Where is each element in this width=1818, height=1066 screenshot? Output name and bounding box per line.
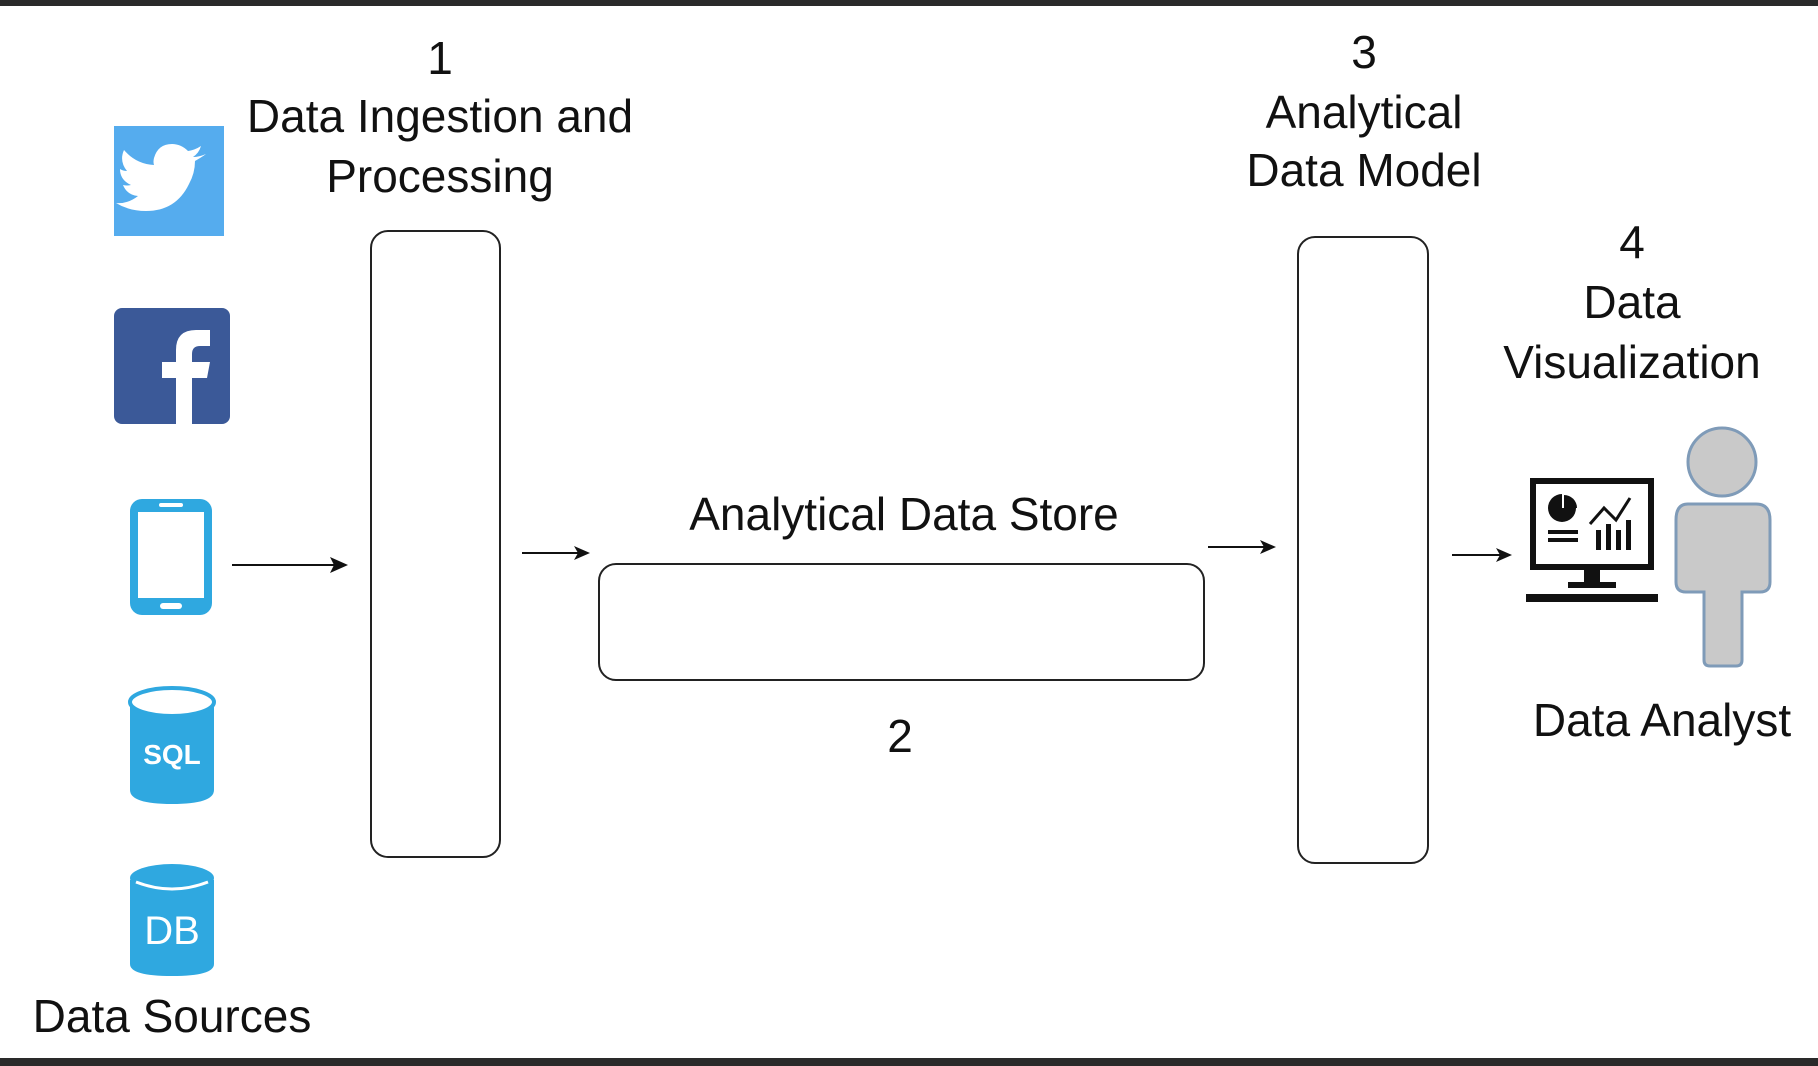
stage-3-title-line1: Analytical — [1265, 86, 1463, 138]
analytical-data-model-box — [1297, 236, 1429, 864]
database-icon: DB — [130, 864, 214, 976]
sql-text: SQL — [143, 739, 201, 770]
stage-4-title-line1: Data — [1583, 276, 1681, 328]
mobile-phone-icon — [130, 499, 212, 615]
diagram-canvas: 1 Data Ingestion and Processing 3 Analyt… — [0, 6, 1818, 1058]
data-analyst-label: Data Analyst — [1532, 694, 1792, 746]
stage-1-title-line2: Processing — [326, 150, 554, 202]
arrow-sources-to-ingestion — [232, 557, 348, 573]
analytical-data-store-box — [598, 563, 1205, 681]
arrow-store-to-model — [1208, 540, 1276, 554]
ingestion-processing-box — [370, 230, 501, 858]
stage-3-number: 3 — [1351, 26, 1377, 78]
stage-1-title-line1: Data Ingestion and — [246, 90, 634, 142]
data-sources-label: Data Sources — [32, 990, 312, 1042]
sql-database-icon: SQL — [128, 686, 216, 804]
stage-4-title-line2: Visualization — [1503, 336, 1761, 388]
stage-2-title: Analytical Data Store — [689, 488, 1119, 540]
stage-1-number: 1 — [427, 32, 453, 84]
db-text: DB — [144, 909, 200, 953]
twitter-icon — [114, 126, 224, 236]
stage-4-number: 4 — [1619, 216, 1645, 268]
stage-3-title-line2: Data Model — [1246, 144, 1482, 196]
arrow-ingestion-to-store — [522, 546, 590, 560]
arrow-model-to-visualization — [1452, 548, 1512, 562]
facebook-icon — [114, 308, 230, 424]
stage-2-number: 2 — [887, 710, 913, 762]
person-icon — [1674, 426, 1772, 668]
monitor-dashboard-icon — [1526, 478, 1658, 602]
